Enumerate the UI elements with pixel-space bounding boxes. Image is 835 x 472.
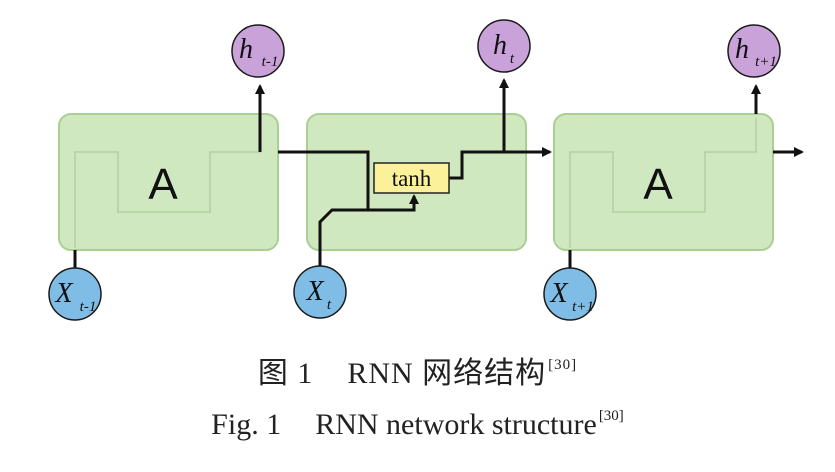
output-node-h-t-1: h t-1 [231, 24, 285, 78]
input-node-x-t-plus-1: X t+1 [543, 267, 597, 321]
figure-title: RNN 网络结构 [347, 357, 547, 390]
figure-number: 图 1 [257, 357, 314, 390]
output-node-h-t: h t [477, 19, 531, 73]
output-symbol: h [735, 34, 749, 65]
output-subscript: t+1 [755, 54, 777, 70]
output-subscript: t-1 [262, 54, 279, 70]
input-node-x-t: X t [293, 265, 347, 319]
input-symbol: X [305, 276, 324, 307]
caption-english: Fig. 1 RNN network structure[30] [0, 408, 835, 442]
citation: [30] [548, 357, 578, 373]
connections [73, 78, 804, 268]
output-symbol: h [493, 30, 507, 61]
input-subscript: t [327, 297, 332, 313]
cell-label: A [643, 160, 673, 209]
cell-label: A [148, 160, 178, 209]
input-subscript: t-1 [80, 299, 97, 315]
input-node-x-t-1: X t-1 [48, 267, 102, 321]
input-subscript: t+1 [572, 299, 594, 315]
rnn-cell-1: A [58, 113, 279, 251]
tanh-label: tanh [392, 166, 432, 191]
output-symbol: h [239, 34, 253, 65]
output-node-h-t-plus-1: h t+1 [727, 24, 781, 78]
caption-chinese: 图 1 RNN 网络结构[30] [0, 348, 835, 392]
figure-title: RNN network structure [315, 408, 597, 441]
svg-text:h: h [239, 34, 253, 65]
input-symbol: X [549, 278, 568, 309]
output-subscript: t [510, 51, 515, 67]
input-symbol: X [54, 278, 73, 309]
figure-number: Fig. 1 [211, 408, 282, 441]
citation: [30] [598, 408, 624, 424]
rnn-cell-3: A [553, 113, 774, 251]
tanh-block: tanh [373, 162, 450, 194]
